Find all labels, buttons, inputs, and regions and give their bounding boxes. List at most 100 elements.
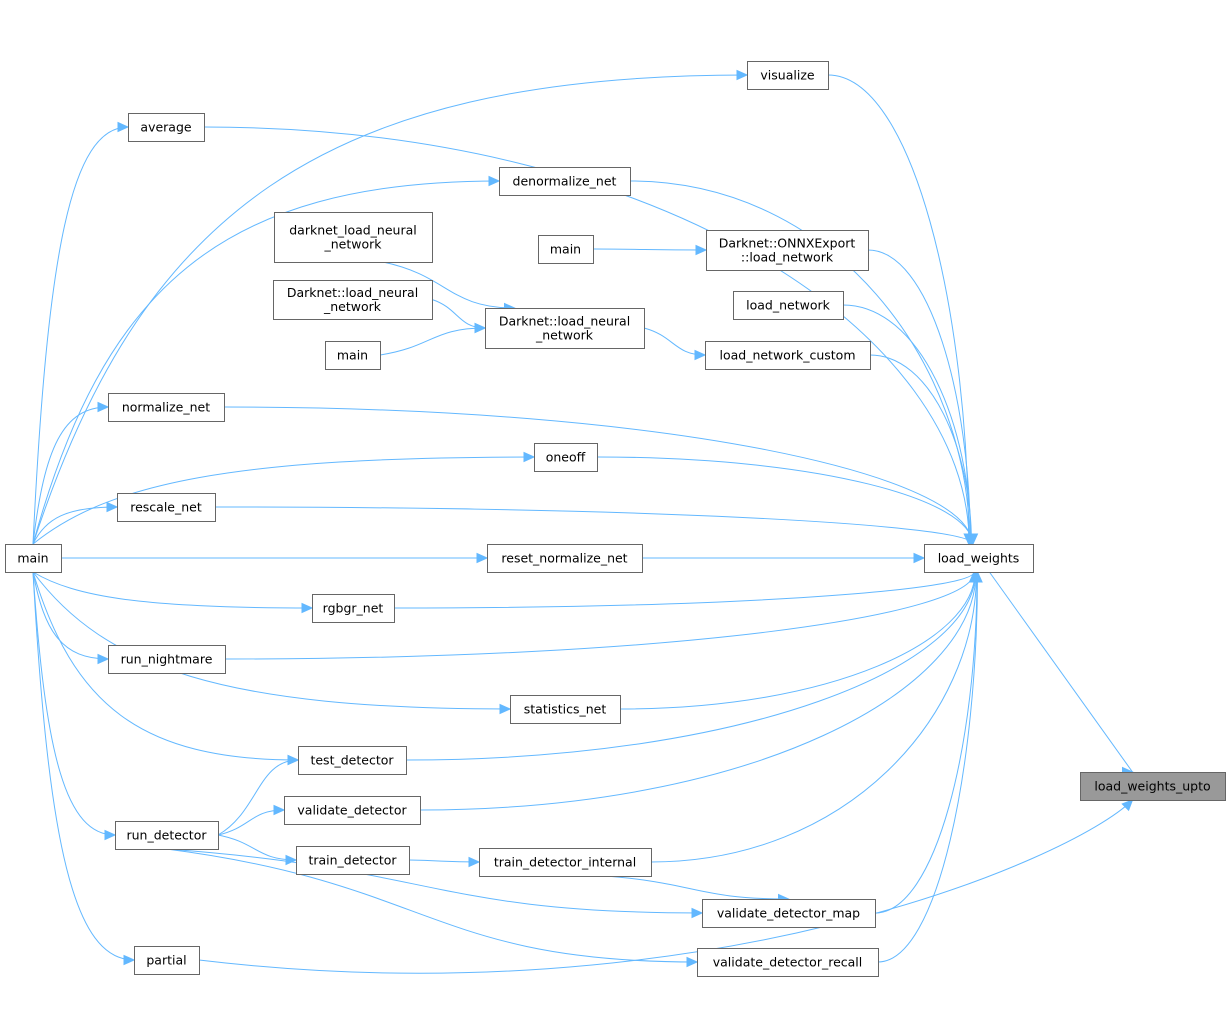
node-label: validate_detector_map (717, 906, 860, 921)
node-box (108, 393, 225, 422)
node-label: Darknet::ONNXExport (719, 236, 856, 251)
node-label: run_detector (126, 828, 207, 843)
graph-node-validate_detector[interactable]: validate_detector (284, 796, 421, 825)
graph-node-train_detector[interactable]: train_detector (296, 846, 410, 875)
node-box (697, 948, 879, 977)
edge-partial-to-load_weights_upto (198, 799, 1133, 974)
edge-load_network-to-load_weights (842, 304, 972, 545)
node-label: oneoff (546, 450, 586, 465)
node-box (298, 746, 407, 775)
node-label: main (17, 551, 48, 566)
node-box (733, 291, 844, 320)
node-box (1080, 772, 1226, 801)
graph-node-validate_detector_recall[interactable]: validate_detector_recall (697, 948, 879, 977)
edge-load_network_custom-to-load_weights (869, 354, 972, 545)
graph-node-dk_load_neural_left[interactable]: Darknet::load_neural_network (273, 280, 433, 320)
node-box (705, 341, 871, 370)
edge-denormalize_net-to-load_weights (629, 180, 971, 545)
edge-validate_detector_map-to-load_weights (874, 571, 978, 914)
arrowhead-icon (691, 907, 704, 919)
node-box (5, 544, 62, 573)
node-box (273, 280, 433, 320)
edge-main1-to-rescale_net (32, 506, 118, 545)
graph-node-main2[interactable]: main (538, 235, 594, 264)
arrowhead-icon (476, 552, 489, 564)
arrowhead-icon (523, 451, 536, 463)
graph-node-load_weights[interactable]: load_weights (924, 544, 1034, 573)
edge-validate_detector_recall-to-load_weights (877, 571, 979, 963)
graph-node-onnx_load_network[interactable]: Darknet::ONNXExport::load_network (706, 230, 869, 271)
edge-statistics_net-to-load_weights (619, 571, 976, 710)
graph-node-load_network_custom[interactable]: load_network_custom (705, 341, 871, 370)
node-box (702, 899, 876, 928)
edge-run_detector-to-train_detector (217, 834, 297, 861)
edge-darknet_load_neural_network-to-dk_load_neural_mid (382, 261, 515, 309)
node-label: Darknet::load_neural (499, 314, 630, 329)
graph-node-test_detector[interactable]: test_detector (298, 746, 407, 775)
edge-dk_load_neural_left-to-dk_load_neural_mid (431, 299, 486, 329)
node-label: ::load_network (741, 250, 834, 265)
graph-node-statistics_net[interactable]: statistics_net (510, 695, 621, 724)
nodes: main visualize average denormalize_netdarkn… (5, 61, 1226, 977)
graph-node-load_network[interactable]: load_network (733, 291, 844, 320)
edge-run_detector-to-validate_detector_map (166, 848, 703, 914)
node-box (274, 212, 433, 263)
node-label: Darknet::load_neural (287, 285, 418, 300)
graph-node-rgbgr_net[interactable]: rgbgr_net (312, 594, 395, 623)
graph-node-train_detector_internal[interactable]: train_detector_internal (479, 848, 652, 877)
node-label: rescale_net (130, 500, 202, 515)
edge-main1-to-run_nightmare (32, 571, 109, 660)
arrowhead-icon (913, 552, 926, 564)
graph-node-validate_detector_map[interactable]: validate_detector_map (702, 899, 876, 928)
graph-node-denormalize_net[interactable]: denormalize_net (499, 167, 631, 196)
edge-rgbgr_net-to-load_weights (393, 571, 975, 609)
node-box (108, 645, 226, 674)
graph-node-average[interactable]: average (128, 113, 205, 142)
edge-train_detector_internal-to-validate_detector_map (604, 875, 789, 900)
node-label: reset_normalize_net (501, 551, 627, 566)
arrowhead-icon (97, 401, 110, 413)
edge-visualize-to-load_weights (827, 74, 970, 545)
edge-main1-to-rgbgr_net (32, 571, 313, 609)
arrowhead-icon (301, 602, 314, 614)
graph-node-rescale_net[interactable]: rescale_net (117, 493, 216, 522)
edge-main1-to-run_detector (32, 571, 116, 836)
edge-run_nightmare-to-load_weights (224, 571, 976, 660)
node-box (134, 946, 200, 975)
arrowhead-icon (273, 804, 286, 816)
graph-node-normalize_net[interactable]: normalize_net (108, 393, 225, 422)
edge-main1-to-average (32, 126, 129, 545)
node-label: average (140, 120, 191, 135)
graph-node-run_nightmare[interactable]: run_nightmare (108, 645, 226, 674)
node-box (485, 308, 645, 349)
graph-node-reset_normalize_net[interactable]: reset_normalize_net (487, 544, 643, 573)
node-label: partial (146, 953, 186, 968)
graph-node-run_detector[interactable]: run_detector (115, 821, 219, 850)
node-label: visualize (760, 68, 814, 83)
edge-main1-to-test_detector (32, 571, 299, 761)
graph-node-load_weights_upto[interactable]: load_weights_upto (1080, 772, 1226, 801)
edge-normalize_net-to-load_weights (223, 406, 973, 545)
edge-main1-to-normalize_net (32, 406, 109, 545)
node-label: validate_detector_recall (713, 955, 863, 970)
graph-node-main3[interactable]: main (325, 341, 381, 370)
node-box (510, 695, 621, 724)
node-label: _network (323, 299, 382, 314)
graph-node-dk_load_neural_mid[interactable]: Darknet::load_neural_network (485, 308, 645, 349)
node-label: load_weights (938, 551, 1020, 566)
node-label: test_detector (310, 753, 394, 768)
node-box (534, 443, 598, 472)
arrowhead-icon (972, 570, 983, 583)
graph-node-partial[interactable]: partial (134, 946, 200, 975)
graph-node-darknet_load_neural_network[interactable]: darknet_load_neural_network (274, 212, 433, 263)
node-label: _network (535, 328, 594, 343)
graph-node-main1[interactable]: main (5, 544, 62, 573)
graph-node-oneoff[interactable]: oneoff (534, 443, 598, 472)
node-box (538, 235, 594, 264)
edge-main1-to-denormalize_net (32, 180, 500, 545)
edge-onnx_load_network-to-load_weights (867, 249, 971, 545)
arrowhead-icon (285, 854, 298, 866)
node-box (487, 544, 643, 573)
graph-node-visualize[interactable]: visualize (747, 61, 829, 90)
